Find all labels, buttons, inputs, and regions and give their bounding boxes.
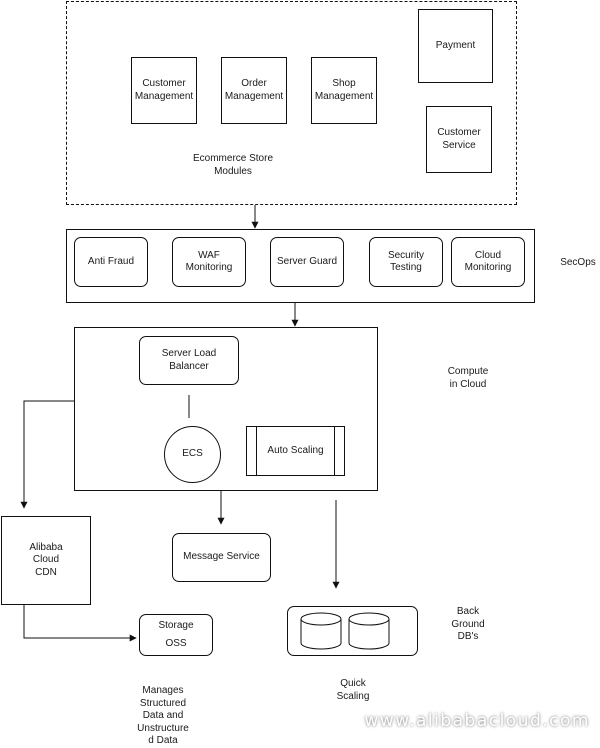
ecs-circle: ECS (164, 426, 221, 483)
secops-label: SecOps (560, 257, 596, 268)
alibaba-cloud-cdn-box: Alibaba Cloud CDN (1, 516, 91, 605)
anti-fraud-label: Anti Fraud (87, 255, 135, 267)
server-load-balancer-label: Server Load Balancer (161, 348, 217, 372)
ecommerce-modules-container (66, 1, 517, 205)
background-dbs-label: Back Ground DB's (451, 606, 485, 642)
server-guard-box: Server Guard (270, 237, 344, 287)
security-testing-label: Security Testing (387, 249, 425, 274)
database-cylinders (300, 612, 390, 650)
compute-container (74, 327, 378, 491)
storage-oss-box: Storage OSS (139, 614, 213, 656)
storage-caption: Manages Structured Data and Unstructure … (137, 685, 189, 746)
server-guard-label: Server Guard (276, 255, 338, 267)
anti-fraud-box: Anti Fraud (74, 237, 148, 287)
storage-title: Storage (158, 619, 194, 631)
waf-monitoring-label: WAF Monitoring (185, 249, 233, 274)
compute-in-cloud-label: Compute in Cloud (447, 366, 489, 390)
customer-management-label: Customer Management (134, 78, 194, 102)
arrow-cdn-to-storage (23, 605, 137, 642)
payment-label: Payment (435, 39, 476, 51)
order-management-label: Order Management (224, 78, 284, 102)
server-load-balancer-box: Server Load Balancer (139, 336, 239, 385)
quick-scaling-caption: Quick Scaling (336, 678, 370, 702)
auto-scaling-left-bar (256, 427, 257, 475)
arrow-compute-to-cdn (20, 400, 74, 509)
database-icon-2 (348, 612, 390, 650)
order-management-box: Order Management (221, 57, 287, 124)
database-icon-1 (300, 612, 342, 650)
auto-scaling-box: Auto Scaling (246, 426, 345, 476)
auto-scaling-right-bar (334, 427, 335, 475)
secops-container (66, 229, 535, 303)
cloud-monitoring-label: Cloud Monitoring (464, 249, 512, 274)
alibabacloud-watermark: www.alibabacloud.com (364, 711, 590, 731)
storage-subtitle: OSS (165, 637, 187, 649)
shop-management-label: Shop Management (314, 78, 374, 102)
message-service-box: Message Service (172, 533, 271, 582)
ecs-label: ECS (182, 448, 203, 460)
customer-service-box: Customer Service (426, 106, 492, 173)
waf-monitoring-box: WAF Monitoring (172, 237, 246, 287)
message-service-label: Message Service (183, 551, 260, 563)
ecommerce-modules-caption: Ecommerce Store Modules (192, 153, 274, 177)
payment-box: Payment (418, 9, 493, 83)
cloud-monitoring-box: Cloud Monitoring (451, 237, 525, 287)
auto-scaling-label: Auto Scaling (267, 444, 324, 456)
customer-management-box: Customer Management (131, 57, 197, 124)
background-dbs-container (287, 606, 418, 656)
alibaba-cloud-cdn-label: Alibaba Cloud CDN (29, 541, 63, 578)
customer-service-label: Customer Service (437, 127, 481, 151)
security-testing-box: Security Testing (369, 237, 443, 287)
shop-management-box: Shop Management (311, 57, 377, 124)
